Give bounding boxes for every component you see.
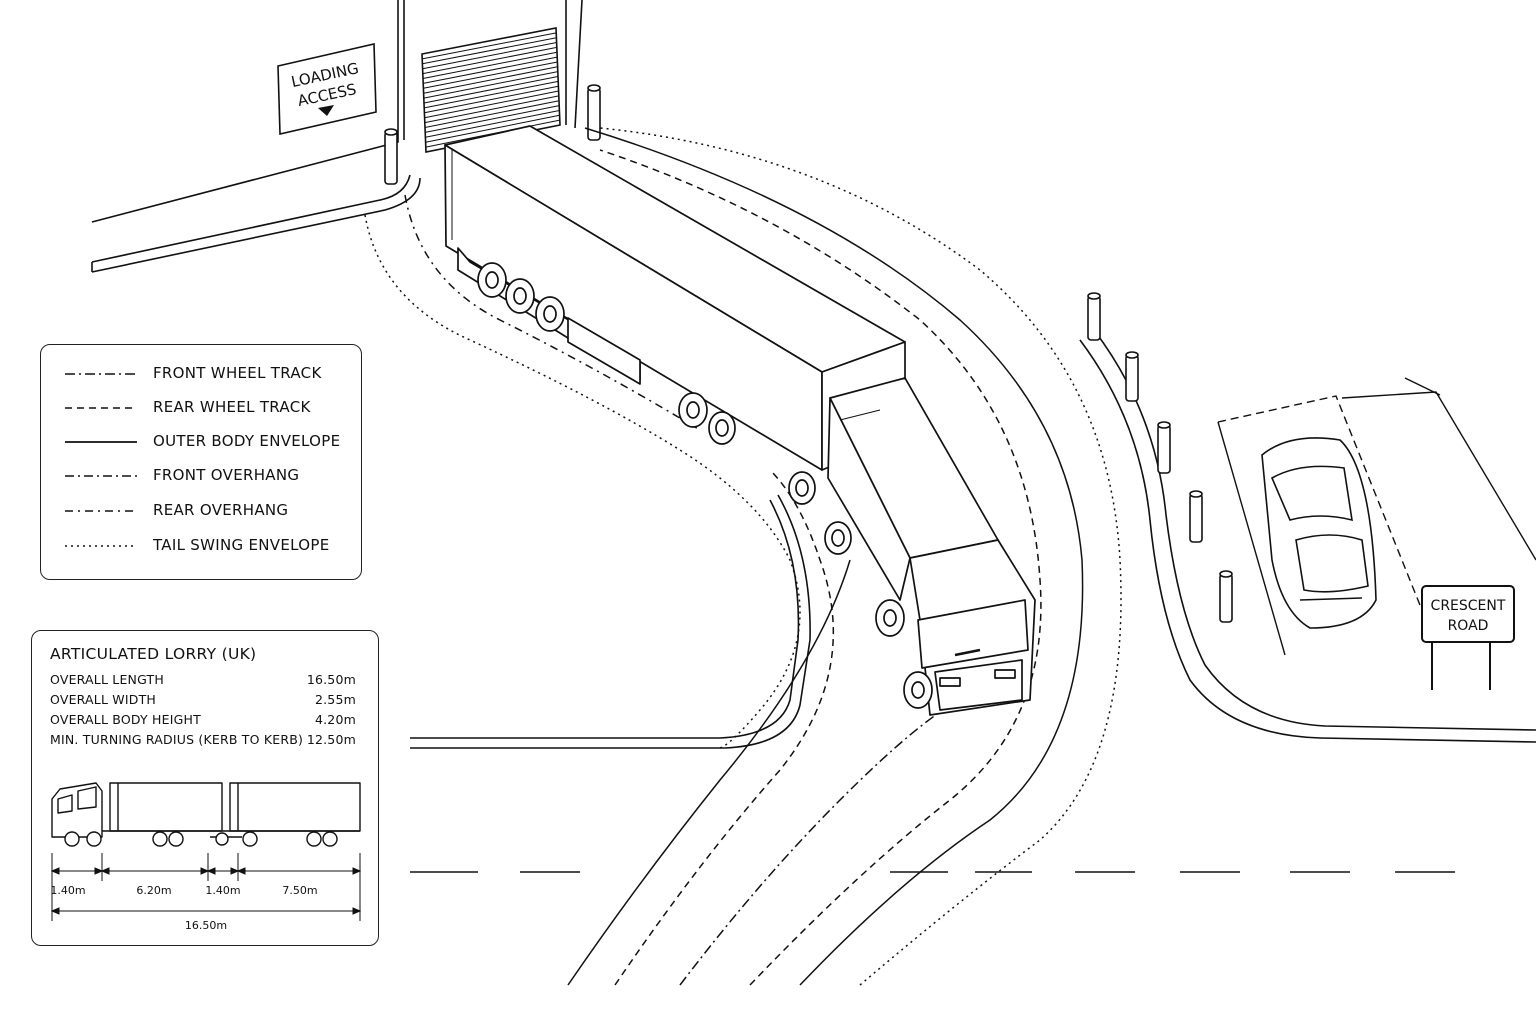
spec-row: OVERALL BODY HEIGHT 4.20m — [50, 712, 356, 730]
legend-item: FRONT WHEEL TRACK — [65, 364, 355, 384]
trailer-wheels — [477, 262, 736, 445]
headlight-right — [994, 669, 1016, 679]
legend-label: REAR OVERHANG — [153, 501, 289, 519]
spec-label: MIN. TURNING RADIUS (KERB TO KERB) — [50, 732, 304, 747]
legend-label: REAR WHEEL TRACK — [153, 398, 311, 416]
spec-row: MIN. TURNING RADIUS (KERB TO KERB) 12.50… — [50, 732, 356, 750]
mini-trailer-rear — [229, 782, 361, 832]
legend-swatch — [65, 373, 137, 375]
door-slat — [423, 71, 558, 99]
legend-label: FRONT OVERHANG — [153, 466, 300, 484]
loading-door — [421, 27, 561, 153]
dim-label: 6.20m — [136, 884, 171, 897]
articulated-lorry — [444, 125, 1036, 716]
rear-wheel-track-line — [614, 469, 835, 986]
rear-wheel-track-line — [599, 149, 1042, 986]
rear-overhang-line — [404, 194, 701, 431]
bollard — [1087, 292, 1233, 623]
specs-title: ARTICULATED LORRY (UK) — [50, 645, 257, 663]
dim-label: 7.50m — [282, 884, 317, 897]
crescent-road-sign: CRESCENT ROAD — [1421, 585, 1515, 690]
door-slat — [423, 76, 559, 104]
spec-label: OVERALL WIDTH — [50, 692, 157, 707]
door-slat — [425, 114, 560, 143]
tractor-wheels — [788, 471, 933, 709]
door-slat — [425, 105, 560, 133]
legend-item: REAR WHEEL TRACK — [65, 398, 355, 418]
sign-road-line1: CRESCENT — [1431, 598, 1506, 614]
swept-path-lines — [364, 127, 1122, 986]
door-slat — [422, 42, 557, 70]
spec-value: 4.20m — [314, 712, 356, 727]
mini-trailer-front — [109, 782, 223, 832]
sign-road-line2: ROAD — [1448, 618, 1489, 634]
building — [91, 0, 583, 273]
spec-label: OVERALL LENGTH — [50, 672, 164, 687]
legend-label: FRONT WHEEL TRACK — [153, 364, 322, 382]
parking-bay — [1217, 377, 1536, 656]
spec-value: 16.50m — [306, 672, 356, 687]
spec-value: 12.50m — [306, 732, 356, 747]
outer-body-envelope-line — [567, 559, 851, 986]
loading-access-sign: LOADING ACCESS — [277, 43, 377, 135]
parked-car — [1261, 437, 1377, 629]
door-slat — [422, 37, 557, 65]
legend-label: OUTER BODY ENVELOPE — [153, 432, 341, 450]
door-slat — [424, 95, 559, 124]
left-kerb — [410, 494, 811, 749]
right-kerb — [1079, 329, 1536, 743]
legend-swatch — [65, 545, 137, 547]
spec-row: OVERALL WIDTH 2.55m — [50, 692, 356, 710]
legend-item: FRONT OVERHANG — [65, 466, 355, 486]
lorry-side-elevation: 1.40m 6.20m 1.40m 7.50m 16.50m — [50, 782, 362, 932]
dim-label: 1.40m — [205, 884, 240, 897]
dim-label: 1.40m — [50, 884, 85, 897]
legend-label: TAIL SWING ENVELOPE — [153, 536, 330, 554]
specifications-panel: ARTICULATED LORRY (UK) OVERALL LENGTH 16… — [31, 630, 379, 946]
door-slat — [422, 46, 557, 75]
legend-item: OUTER BODY ENVELOPE — [65, 432, 355, 452]
door-slat — [423, 61, 558, 89]
tail-swing-envelope-line — [599, 127, 1122, 986]
legend-swatch — [65, 510, 137, 512]
dim-total-label: 16.50m — [185, 919, 227, 932]
door-slat — [424, 90, 559, 119]
door-slat — [422, 32, 557, 60]
outer-body-envelope-line — [584, 127, 1084, 986]
legend-panel: FRONT WHEEL TRACK REAR WHEEL TRACK OUTER… — [40, 344, 362, 580]
spec-row: OVERALL LENGTH 16.50m — [50, 672, 356, 690]
legend-item: TAIL SWING ENVELOPE — [65, 536, 355, 556]
bollard — [384, 84, 601, 185]
spec-label: OVERALL BODY HEIGHT — [50, 712, 201, 727]
down-arrow-icon — [318, 105, 334, 116]
legend-item: REAR OVERHANG — [65, 501, 355, 521]
legend-swatch — [65, 475, 137, 477]
door-slat — [422, 51, 558, 79]
legend-swatch — [65, 441, 137, 443]
door-slat — [423, 66, 558, 94]
front-wheel-track-line — [679, 699, 961, 986]
headlight-left — [939, 677, 961, 687]
door-slat — [424, 80, 559, 109]
door-slat — [423, 56, 558, 84]
door-slat — [425, 109, 560, 138]
door-slat — [424, 100, 560, 128]
legend-swatch — [65, 407, 137, 409]
door-slat — [424, 85, 559, 114]
spec-value: 2.55m — [314, 692, 356, 707]
